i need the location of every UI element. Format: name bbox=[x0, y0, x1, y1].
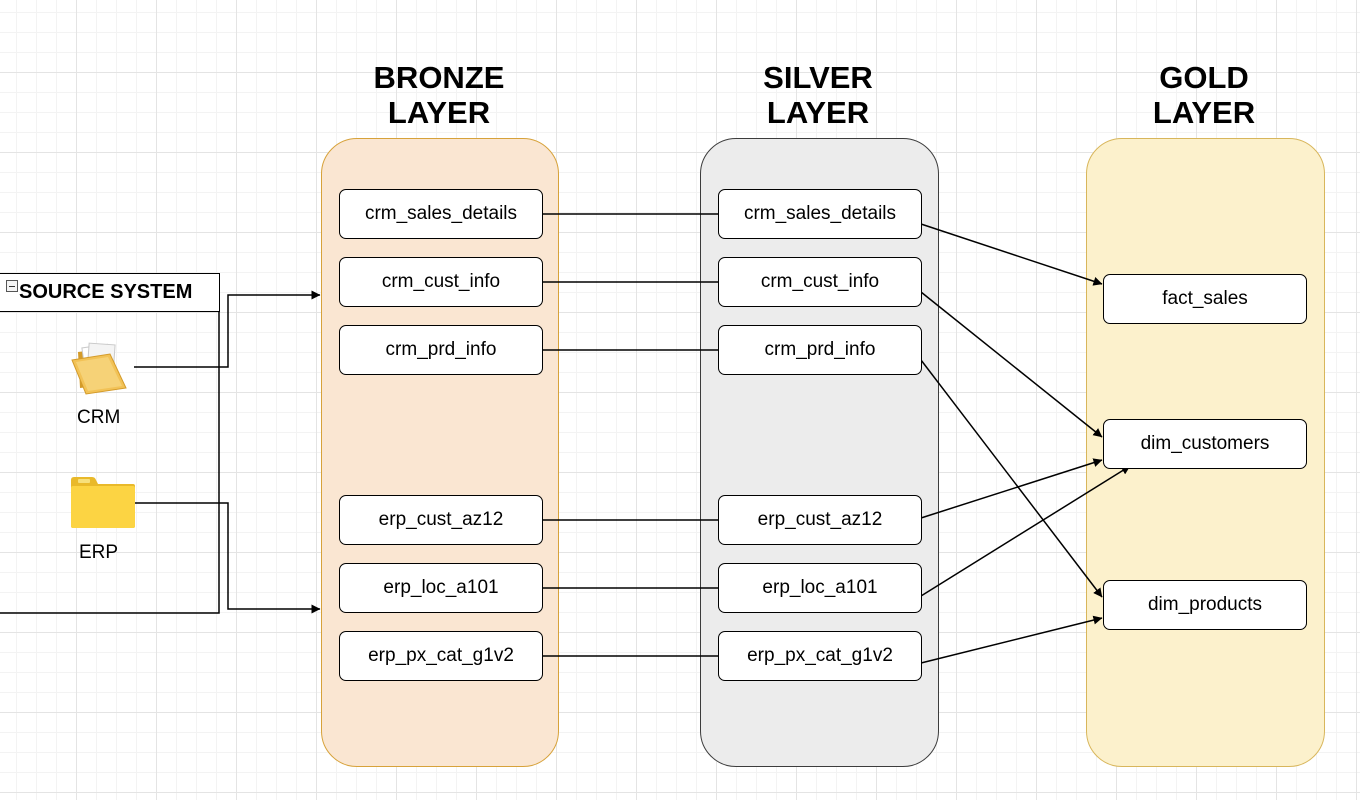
bronze-table-crm-sales-details[interactable]: crm_sales_details bbox=[339, 189, 543, 239]
erp-to-bronze-arrow[interactable] bbox=[134, 502, 321, 614]
silver-gold-arrow[interactable] bbox=[920, 458, 1103, 519]
silver-table-erp-px-cat-g1v2[interactable]: erp_px_cat_g1v2 bbox=[718, 631, 922, 681]
table-label: crm_cust_info bbox=[760, 271, 880, 292]
bronze-table-crm-cust-info[interactable]: crm_cust_info bbox=[339, 257, 543, 307]
table-label: crm_cust_info bbox=[381, 271, 501, 292]
source-system-title: SOURCE SYSTEM bbox=[19, 281, 193, 303]
bronze-table-crm-prd-info[interactable]: crm_prd_info bbox=[339, 325, 543, 375]
collapse-icon[interactable] bbox=[6, 280, 18, 292]
table-label: fact_sales bbox=[1162, 288, 1248, 309]
bronze-table-erp-loc-a101[interactable]: erp_loc_a101 bbox=[339, 563, 543, 613]
silver-gold-arrow[interactable] bbox=[920, 223, 1103, 286]
bronze-layer-title: BRONZE LAYER bbox=[373, 60, 505, 130]
bronze-table-erp-px-cat-g1v2[interactable]: erp_px_cat_g1v2 bbox=[339, 631, 543, 681]
table-label: crm_sales_details bbox=[364, 203, 518, 224]
table-label: erp_px_cat_g1v2 bbox=[368, 645, 514, 666]
table-label: crm_prd_info bbox=[385, 339, 497, 360]
open-folder-icon[interactable] bbox=[70, 338, 130, 396]
table-label: erp_cust_az12 bbox=[757, 509, 883, 530]
table-label: crm_sales_details bbox=[743, 203, 897, 224]
table-label: erp_cust_az12 bbox=[378, 509, 504, 530]
silver-table-erp-cust-az12[interactable]: erp_cust_az12 bbox=[718, 495, 922, 545]
gold-table-fact-sales[interactable]: fact_sales bbox=[1103, 274, 1307, 324]
table-label: dim_products bbox=[1147, 594, 1263, 615]
table-label: crm_prd_info bbox=[764, 339, 876, 360]
crm-label: CRM bbox=[77, 407, 121, 428]
silver-gold-arrow[interactable] bbox=[920, 291, 1103, 438]
source-system-header[interactable]: SOURCE SYSTEM bbox=[0, 273, 220, 312]
table-label: dim_customers bbox=[1140, 433, 1270, 454]
silver-table-crm-cust-info[interactable]: crm_cust_info bbox=[718, 257, 922, 307]
silver-table-erp-loc-a101[interactable]: erp_loc_a101 bbox=[718, 563, 922, 613]
gold-table-dim-customers[interactable]: dim_customers bbox=[1103, 419, 1307, 469]
bronze-table-erp-cust-az12[interactable]: erp_cust_az12 bbox=[339, 495, 543, 545]
table-label: erp_loc_a101 bbox=[762, 577, 878, 598]
table-label: erp_px_cat_g1v2 bbox=[747, 645, 893, 666]
table-label: erp_loc_a101 bbox=[383, 577, 499, 598]
silver-table-crm-prd-info[interactable]: crm_prd_info bbox=[718, 325, 922, 375]
erp-label: ERP bbox=[79, 542, 119, 563]
silver-gold-arrow[interactable] bbox=[920, 615, 1103, 664]
gold-table-dim-products[interactable]: dim_products bbox=[1103, 580, 1307, 630]
silver-gold-arrow[interactable] bbox=[920, 359, 1103, 598]
silver-layer-title: SILVER LAYER bbox=[763, 60, 873, 130]
silver-table-crm-sales-details[interactable]: crm_sales_details bbox=[718, 189, 922, 239]
gold-layer-title: GOLD LAYER bbox=[1152, 60, 1256, 130]
folder-icon[interactable] bbox=[70, 476, 136, 530]
